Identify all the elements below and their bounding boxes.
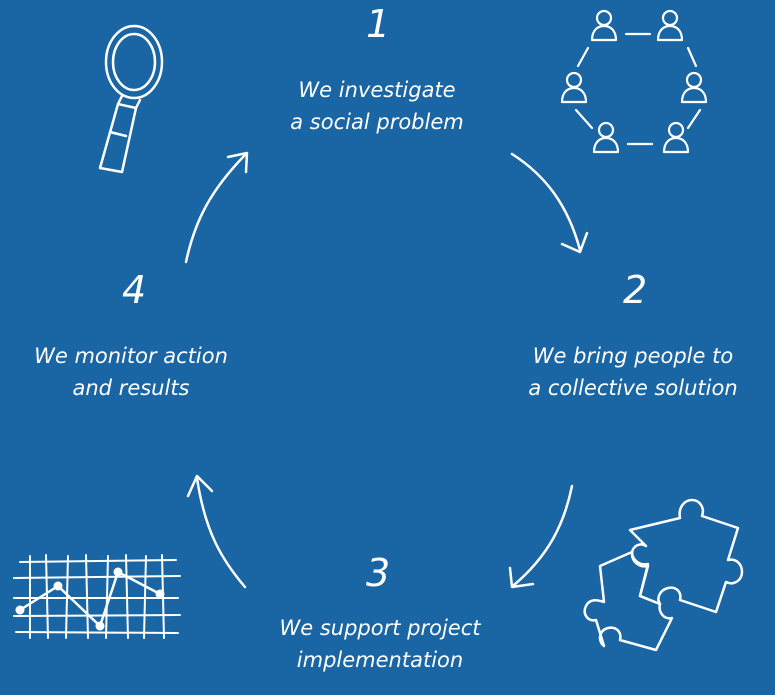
step-3-line2: implementation [296, 648, 464, 672]
step-2-line2: a collective solution [528, 376, 738, 400]
step-1-line2: a social problem [290, 110, 464, 134]
step-4-number: 4 [122, 268, 147, 312]
step-1-line1: We investigate [298, 78, 456, 102]
step-3-label: We support project implementation [240, 612, 520, 676]
step-1-number: 1 [366, 2, 391, 46]
step-3-number: 3 [366, 551, 391, 595]
step-4-line1: We monitor action [34, 344, 228, 368]
step-3-line1: We support project [279, 616, 481, 640]
step-4-line2: and results [72, 376, 190, 400]
step-2-line1: We bring people to [532, 344, 734, 368]
step-2-number: 2 [623, 268, 648, 312]
step-2-label: We bring people to a collective solution [494, 340, 772, 404]
step-1-label: We investigate a social problem [262, 74, 492, 138]
step-4-label: We monitor action and results [0, 340, 262, 404]
